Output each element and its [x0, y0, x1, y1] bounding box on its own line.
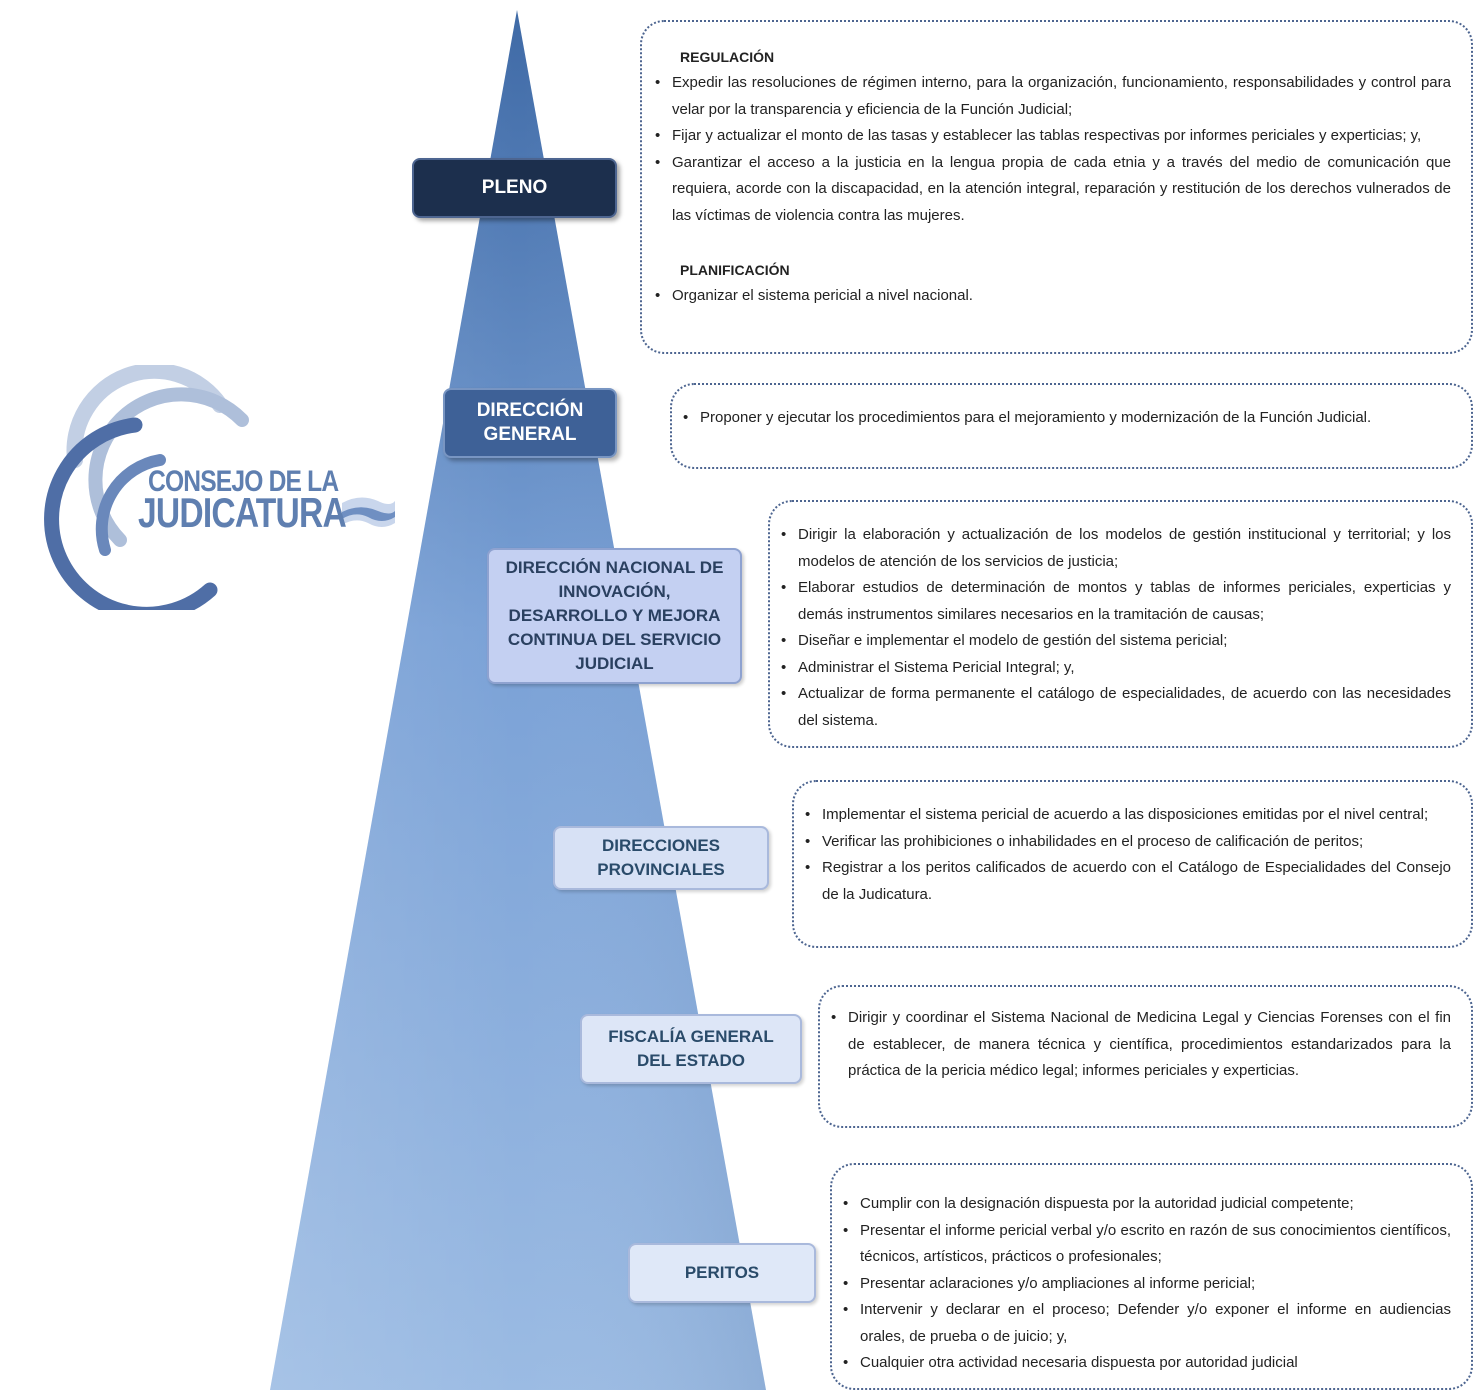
regulacion-heading: REGULACIÓN: [680, 49, 775, 65]
list-item: Presentar aclaraciones y/o ampliaciones …: [840, 1271, 1451, 1298]
flag-icon: [342, 497, 395, 527]
list-item: Intervenir y declarar en el proceso; Def…: [840, 1297, 1451, 1350]
regulacion-list: Expedir las resoluciones de régimen inte…: [652, 70, 1451, 229]
list-item: Diseñar e implementar el modelo de gesti…: [778, 628, 1451, 655]
list-item: Presentar el informe pericial verbal y/o…: [840, 1218, 1451, 1271]
node-peritos: PERITOS: [628, 1243, 816, 1303]
list-item: Actualizar de forma permanente el catálo…: [778, 681, 1451, 734]
planificacion-heading: PLANIFICACIÓN: [680, 262, 790, 278]
logo-text-consejo: CONSEJO DE LA: [148, 465, 339, 498]
node-fiscalia-general: FISCALÍA GENERAL DEL ESTADO: [580, 1014, 802, 1084]
list-item: Dirigir la elaboración y actualización d…: [778, 522, 1451, 575]
peritos-functions-box: Cumplir con la designación dispuesta por…: [830, 1163, 1473, 1390]
node-direccion-nacional: DIRECCIÓN NACIONAL DE INNOVACIÓN, DESARR…: [487, 548, 742, 684]
node-direccion-general: DIRECCIÓN GENERAL: [443, 388, 617, 458]
planificacion-list: Organizar el sistema pericial a nivel na…: [652, 283, 1451, 310]
direccion-general-functions-box: Proponer y ejecutar los procedimientos p…: [670, 383, 1473, 469]
list-item: Verificar las prohibiciones o inhabilida…: [802, 829, 1451, 856]
direcciones-provinciales-functions-box: Implementar el sistema pericial de acuer…: [792, 780, 1473, 948]
pleno-functions-box: REGULACIÓN Expedir las resoluciones de r…: [640, 20, 1473, 354]
list-item: Fijar y actualizar el monto de las tasas…: [652, 123, 1451, 150]
list-item: Expedir las resoluciones de régimen inte…: [652, 70, 1451, 123]
list-item: Administrar el Sistema Pericial Integral…: [778, 655, 1451, 682]
list-item: Organizar el sistema pericial a nivel na…: [652, 283, 1451, 310]
list-item: Elaborar estudios de determinación de mo…: [778, 575, 1451, 628]
list-item: Garantizar el acceso a la justicia en la…: [652, 150, 1451, 230]
direccion-nacional-functions-box: Dirigir la elaboración y actualización d…: [768, 500, 1473, 748]
logo-rings-icon: [44, 365, 395, 610]
list-item: Cumplir con la designación dispuesta por…: [840, 1191, 1451, 1218]
node-pleno: PLENO: [412, 158, 617, 218]
fiscalia-functions-box: Dirigir y coordinar el Sistema Nacional …: [818, 985, 1473, 1128]
consejo-judicatura-logo: CONSEJO DE LA JUDICATURA: [10, 365, 395, 610]
list-item: Cualquier otra actividad necesaria dispu…: [840, 1350, 1451, 1377]
list-item: Dirigir y coordinar el Sistema Nacional …: [828, 1005, 1451, 1085]
logo-text-judicatura: JUDICATURA: [138, 489, 347, 536]
node-direcciones-provinciales: DIRECCIONES PROVINCIALES: [553, 826, 769, 890]
list-item: Proponer y ejecutar los procedimientos p…: [680, 405, 1451, 432]
list-item: Registrar a los peritos calificados de a…: [802, 855, 1451, 908]
list-item: Implementar el sistema pericial de acuer…: [802, 802, 1451, 829]
